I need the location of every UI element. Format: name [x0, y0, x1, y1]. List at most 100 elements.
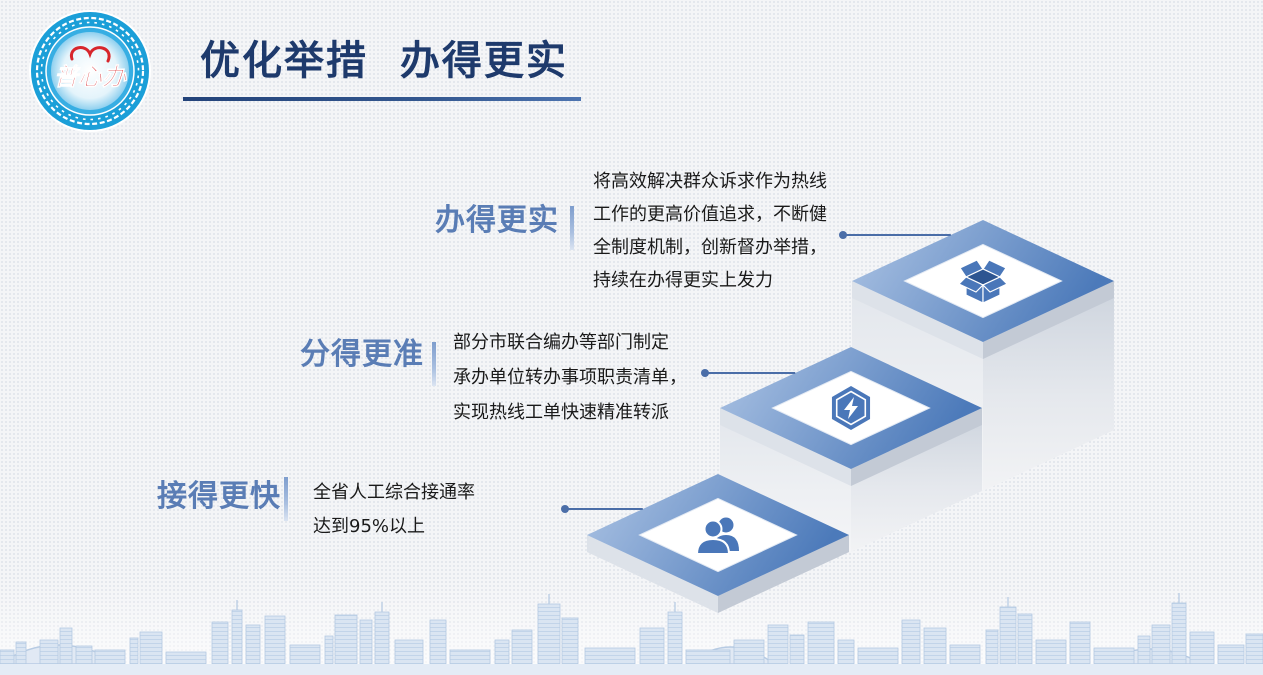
- skyline-building: [324, 635, 334, 665]
- skyline-building: [1245, 633, 1263, 665]
- skyline-building: [837, 639, 855, 665]
- skyline-building: [1189, 631, 1215, 665]
- skyline-building: [511, 629, 533, 665]
- skyline-building: [1151, 624, 1171, 665]
- skyline-building: [449, 649, 491, 665]
- description-line: 全制度机制，创新督办举措，: [593, 237, 827, 258]
- skyline-building: [59, 627, 73, 665]
- connector-dot: [561, 505, 569, 513]
- box-open-icon: [958, 259, 1008, 304]
- logo: 普心办: [29, 10, 151, 132]
- page-title: 优化举措 办得更实: [200, 38, 568, 84]
- step-label-middle: 分得更准: [300, 337, 424, 372]
- skyline-building: [767, 624, 789, 665]
- stair-step: [587, 474, 849, 613]
- skyline-building: [359, 619, 373, 665]
- skyline-building: [923, 627, 947, 665]
- logo-key-pattern-outer: [35, 16, 145, 126]
- skyline-building: [264, 615, 286, 665]
- skyline-building: [334, 614, 358, 665]
- description-line: 承办单位转办事项职责清单，: [453, 367, 687, 388]
- skyline-building: [685, 649, 731, 665]
- skyline-building: [857, 647, 899, 665]
- step-left-rim: [852, 281, 983, 359]
- skyline-building: [807, 621, 835, 665]
- description-line: 全省人工综合接通率: [313, 482, 475, 503]
- step-right-rim: [983, 281, 1114, 359]
- skyline-building: [584, 647, 636, 665]
- skyline-building: [537, 603, 561, 665]
- skyline-building: [39, 639, 59, 665]
- skyline-building: [211, 621, 229, 665]
- skyline-building: [639, 627, 665, 665]
- description-line: 部分市联合编办等部门制定: [453, 332, 669, 353]
- staircase-steps: [587, 220, 1114, 613]
- skyline-building: [1017, 613, 1033, 665]
- logo-disc: [51, 32, 129, 110]
- step-left-rim: [720, 408, 851, 486]
- description-line: 将高效解决群众诉求作为热线: [593, 171, 827, 192]
- skyline-building: [789, 634, 805, 665]
- skyline-building: [129, 637, 139, 665]
- skyline-building: [245, 624, 261, 665]
- stair-step: [720, 347, 982, 552]
- lightning-hexagon-icon: [831, 386, 871, 430]
- skyline-building: [667, 611, 683, 665]
- skyline-building: [94, 649, 126, 665]
- step-right-rim: [718, 535, 849, 613]
- lightning-bolt: [844, 397, 858, 419]
- skyline-building: [1035, 639, 1067, 665]
- user-head: [703, 519, 723, 539]
- box-flap: [958, 276, 984, 293]
- step-left-face: [720, 408, 851, 552]
- skyline-building: [494, 639, 510, 665]
- skyline-building: [1217, 644, 1245, 665]
- title-underline: [183, 97, 581, 101]
- skyline-building: [75, 645, 93, 665]
- step-accent-bar-middle: [432, 342, 436, 386]
- description-line: 工作的更高价值追求，不断健: [593, 204, 827, 225]
- step-description-middle: 部分市联合编办等部门制定 承办单位转办事项职责清单， 实现热线工单快速精准转派: [453, 325, 687, 430]
- step-accent-bar-top: [570, 206, 574, 250]
- skyline-building: [1171, 602, 1187, 665]
- step-description-top: 将高效解决群众诉求作为热线 工作的更高价值追求，不断健 全制度机制，创新督办举措…: [593, 165, 827, 297]
- skyline-building: [139, 631, 163, 665]
- skyline-building: [1093, 647, 1135, 665]
- skyline-building: [289, 644, 321, 665]
- skyline-building: [165, 651, 207, 665]
- description-line: 持续在办得更实上发力: [593, 270, 773, 291]
- user-body: [695, 537, 731, 555]
- skyline-building: [733, 639, 765, 665]
- step-description-bottom: 全省人工综合接通率 达到95%以上: [313, 476, 475, 544]
- box-flap: [982, 276, 1008, 293]
- logo-text: 普心办: [54, 63, 127, 91]
- step-right-face: [851, 408, 982, 552]
- skyline-building: [999, 606, 1017, 665]
- skyline-building: [374, 611, 390, 665]
- users-icon: [695, 517, 739, 555]
- connectors: [561, 231, 951, 513]
- step-accent-bar-bottom: [284, 477, 288, 521]
- connector-dot: [701, 369, 709, 377]
- skyline-building: [231, 609, 243, 665]
- skyline-building: [0, 649, 15, 665]
- skyline-building: [429, 619, 447, 665]
- skyline-building: [949, 644, 981, 665]
- city-skyline: [0, 585, 1263, 675]
- hexagon-inner-outline: [835, 390, 867, 426]
- step-left-rim: [587, 535, 718, 613]
- connector-dot: [839, 231, 847, 239]
- skyline-building: [985, 629, 999, 665]
- skyline-building: [1069, 621, 1091, 665]
- skyline-building: [15, 641, 27, 665]
- step-right-rim: [851, 408, 982, 486]
- logo-heart-icon: [69, 46, 111, 63]
- description-line: 实现热线工单快速精准转派: [453, 402, 669, 423]
- description-line: 达到95%以上: [313, 516, 426, 537]
- skyline-building: [394, 639, 424, 665]
- skyline-building: [561, 617, 579, 665]
- skyline-building: [1137, 635, 1151, 665]
- skyline-building: [901, 619, 921, 665]
